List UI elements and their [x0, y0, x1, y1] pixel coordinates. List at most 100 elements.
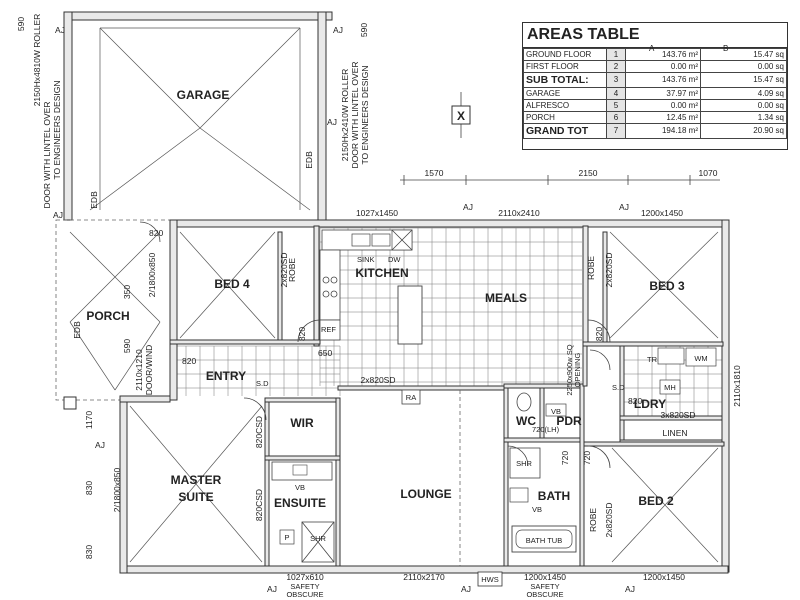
aj-marker-garage-left: AJ [55, 25, 65, 35]
room-label-ensuite: ENSUITE [274, 496, 326, 510]
room-label-lounge: LOUNGE [400, 487, 451, 501]
kitchen-meals-tile-grid [319, 227, 582, 386]
areas-row-name: PORCH [523, 111, 607, 124]
aj-marker-bottom-3: AJ [625, 584, 635, 594]
robe-label-bed4: ROBE [287, 258, 297, 282]
door-720-bath: 720 [560, 451, 570, 465]
areas-row-value-b: 4.09 sq [700, 87, 787, 100]
door-wind-note-2: DOOR/WIND [144, 345, 154, 396]
bottom-annotations: 1027x610 SAFETY OBSCURE 2110x2170 HWS 12… [267, 571, 685, 599]
areas-row-number: 4 [606, 87, 626, 100]
room-label-bath: BATH [538, 489, 570, 503]
bedroom-diagonals [129, 231, 719, 566]
garage-top-wall [63, 11, 333, 21]
aj-marker-top-2: AJ [619, 202, 629, 212]
aj-marker-garage-right: AJ [333, 25, 343, 35]
dim-590-porch: 590 [122, 339, 132, 353]
fixture-hws: HWS [481, 575, 499, 584]
areas-row-value-a: 37.97 m² [625, 87, 701, 100]
areas-row-value-b: 1.34 sq [700, 111, 787, 124]
dim-right-590-top: 590 [359, 23, 369, 37]
areas-row-value-b: 20.90 sq [700, 123, 787, 139]
aj-marker-bottom-2: AJ [461, 584, 471, 594]
dim-top-1570: 1570 [425, 168, 444, 178]
door-wind-note-1: 2110x1210 [134, 349, 144, 391]
dim-left-830-1: 830 [84, 481, 94, 495]
areas-row-number: 7 [606, 123, 626, 139]
areas-row-name: GROUND FLOOR [523, 48, 607, 61]
areas-row-name: SUB TOTAL: [523, 72, 607, 88]
door-820-entry: 820 [182, 356, 196, 366]
robe-label-bed3: ROBE [586, 256, 596, 280]
porch-area: PORCH EDB 350 590 2/1800x850 2110x1210 D… [53, 210, 175, 450]
sd-marker-entry: S.D [256, 379, 269, 388]
room-label-garage: GARAGE [177, 88, 230, 102]
dim-1170: 1170 [84, 411, 94, 430]
laundry-fixtures: TR WM MH 3x820SD 2250x900w SQ OPENING [565, 344, 717, 420]
areas-row-value-b: 0.00 sq [700, 60, 787, 73]
areas-table-title-text: AREAS TABLE [527, 26, 640, 43]
room-label-master: MASTER [171, 473, 222, 487]
fixture-bath-tub: BATH TUB [526, 536, 562, 545]
wet-area-fixtures: VB SHR P SHR VB BATH TUB VB 720(LH) [271, 392, 577, 563]
door-820-bed3: 820 [594, 327, 604, 341]
room-label-pdr: PDR [556, 414, 582, 428]
dim-350: 350 [122, 285, 132, 299]
door-820-porch: 820 [149, 228, 163, 238]
wir-door: 820CSD [254, 416, 264, 448]
laundry-sd-note: 3x820SD [661, 410, 696, 420]
ensuite-door: 820CSD [254, 489, 264, 521]
areas-row-name: GARAGE [523, 87, 607, 100]
safety-2b: OBSCURE [526, 590, 563, 599]
garage-door-note-right-3: TO ENGINEERS DESIGN [360, 65, 370, 164]
window-right: 2110x1810 [732, 365, 742, 407]
room-label-linen: LINEN [662, 428, 687, 438]
interior-walls [169, 225, 725, 567]
areas-row-value-b: 15.47 sq [700, 72, 787, 88]
window-top-2: 2110x2410 [498, 208, 540, 218]
window-bottom-1: 1027x610 [286, 572, 324, 582]
aj-marker-porch-bottom: AJ [95, 440, 105, 450]
areas-table-title: AREAS TABLE A B [523, 23, 787, 53]
opening-note-1: 2250x900w SQ [565, 344, 574, 395]
areas-row-value-a: 143.76 m² [625, 72, 701, 88]
dim-top-2150: 2150 [579, 168, 598, 178]
door-820-bed4: 820 [297, 327, 307, 341]
room-label-wc: WC [516, 414, 536, 428]
robe-door-bed4: 2x820SD [279, 253, 289, 288]
aj-marker-garage-right-2: AJ [327, 117, 337, 127]
robe-door-bed3: 2x820SD [604, 253, 614, 288]
window-master: 2/1800x850 [112, 468, 122, 513]
window-bottom-3: 1200x1450 [524, 572, 566, 582]
garage-left-wall [63, 11, 73, 221]
kitchen-fixtures: SINK DW KITCHEN REF [319, 229, 423, 345]
room-label-bed4: BED 4 [214, 277, 250, 291]
x-marker: X [451, 92, 471, 138]
dim-left-590-top: 590 [16, 17, 26, 31]
safety-1a: SAFETY [290, 582, 319, 591]
areas-row-number: 2 [606, 60, 626, 73]
opening-note-2: OPENING [573, 353, 582, 388]
fixture-vb-pdr: VB [551, 407, 561, 416]
garage-door-note-right-1: 2150Hx2410W ROLLER [340, 69, 350, 162]
areas-col-a-header: A [649, 44, 655, 53]
areas-col-b-header: B [723, 44, 729, 53]
areas-row-value-a: 194.18 m² [625, 123, 701, 139]
aj-marker-porch: AJ [53, 210, 63, 220]
fixture-vb-ensuite: VB [295, 483, 305, 492]
x-marker-label: X [457, 109, 465, 123]
garage-door-note-right-2: DOOR WITH LINTEL OVER [350, 62, 360, 169]
garage-right-wall [317, 11, 327, 221]
window-top-3: 1200x1450 [641, 208, 683, 218]
aj-marker-bottom-1: AJ [267, 584, 277, 594]
areas-row-value-a: 143.76 m² [625, 48, 701, 61]
